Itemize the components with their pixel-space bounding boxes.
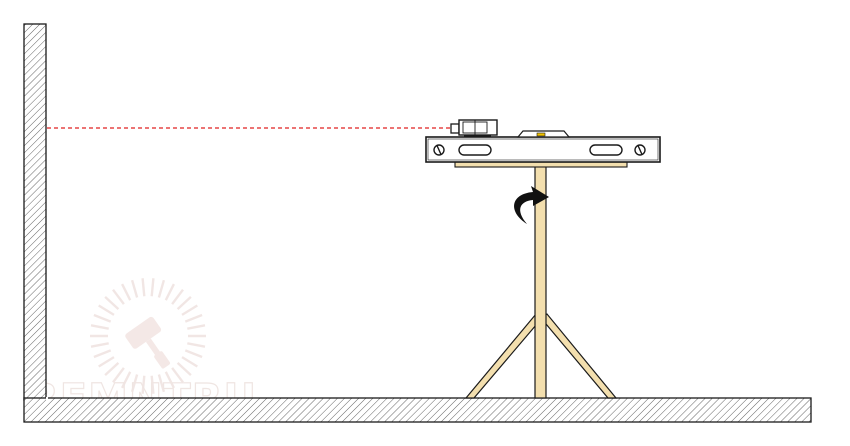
watermark-ray (93, 349, 112, 359)
watermark-ray (150, 278, 155, 297)
watermark-ray (104, 362, 120, 376)
watermark-ray (98, 304, 115, 316)
watermark-sunburst (90, 278, 206, 394)
tripod-leg-left (464, 313, 543, 399)
watermark-ray (130, 279, 139, 298)
watermark-ray (112, 288, 125, 305)
watermark-ray (171, 367, 184, 384)
watermark-ray (164, 283, 175, 301)
watermark-ray (121, 283, 132, 301)
watermark-ray (98, 356, 115, 368)
watermark-ray (90, 324, 109, 330)
watermark-ray (141, 375, 146, 394)
watermark-ray (93, 313, 112, 323)
watermark-ray (157, 279, 166, 298)
floor (23, 397, 812, 423)
watermark-ray (130, 374, 139, 393)
watermark-ray (157, 374, 166, 393)
wall (23, 23, 47, 401)
watermark-ray (176, 296, 192, 310)
watermark-ray (150, 375, 155, 394)
watermark-ray (184, 349, 203, 359)
level-vial-right (589, 144, 623, 156)
watermark-ray (141, 278, 146, 297)
level-screw-left (433, 144, 445, 156)
watermark-ray (112, 367, 125, 384)
laser-module (450, 119, 498, 137)
watermark-ray (171, 288, 184, 305)
watermark-ray (187, 342, 206, 348)
watermark-ray (181, 356, 198, 368)
spirit-level (425, 130, 661, 168)
watermark-ray (90, 342, 109, 348)
watermark-ray (184, 313, 203, 323)
watermark-ray (187, 324, 206, 330)
tripod-leg-right (540, 313, 618, 399)
level-bubble (536, 132, 546, 137)
watermark-ray (181, 304, 198, 316)
watermark-roller-icon (125, 316, 170, 369)
level-vial-left (458, 144, 492, 156)
watermark-ray (164, 371, 175, 389)
watermark-ray (176, 362, 192, 376)
rotation-arrow-icon (514, 186, 549, 224)
watermark-ray (121, 371, 132, 389)
watermark-ray (104, 296, 120, 310)
tripod (464, 162, 618, 399)
level-screw-right (634, 144, 646, 156)
